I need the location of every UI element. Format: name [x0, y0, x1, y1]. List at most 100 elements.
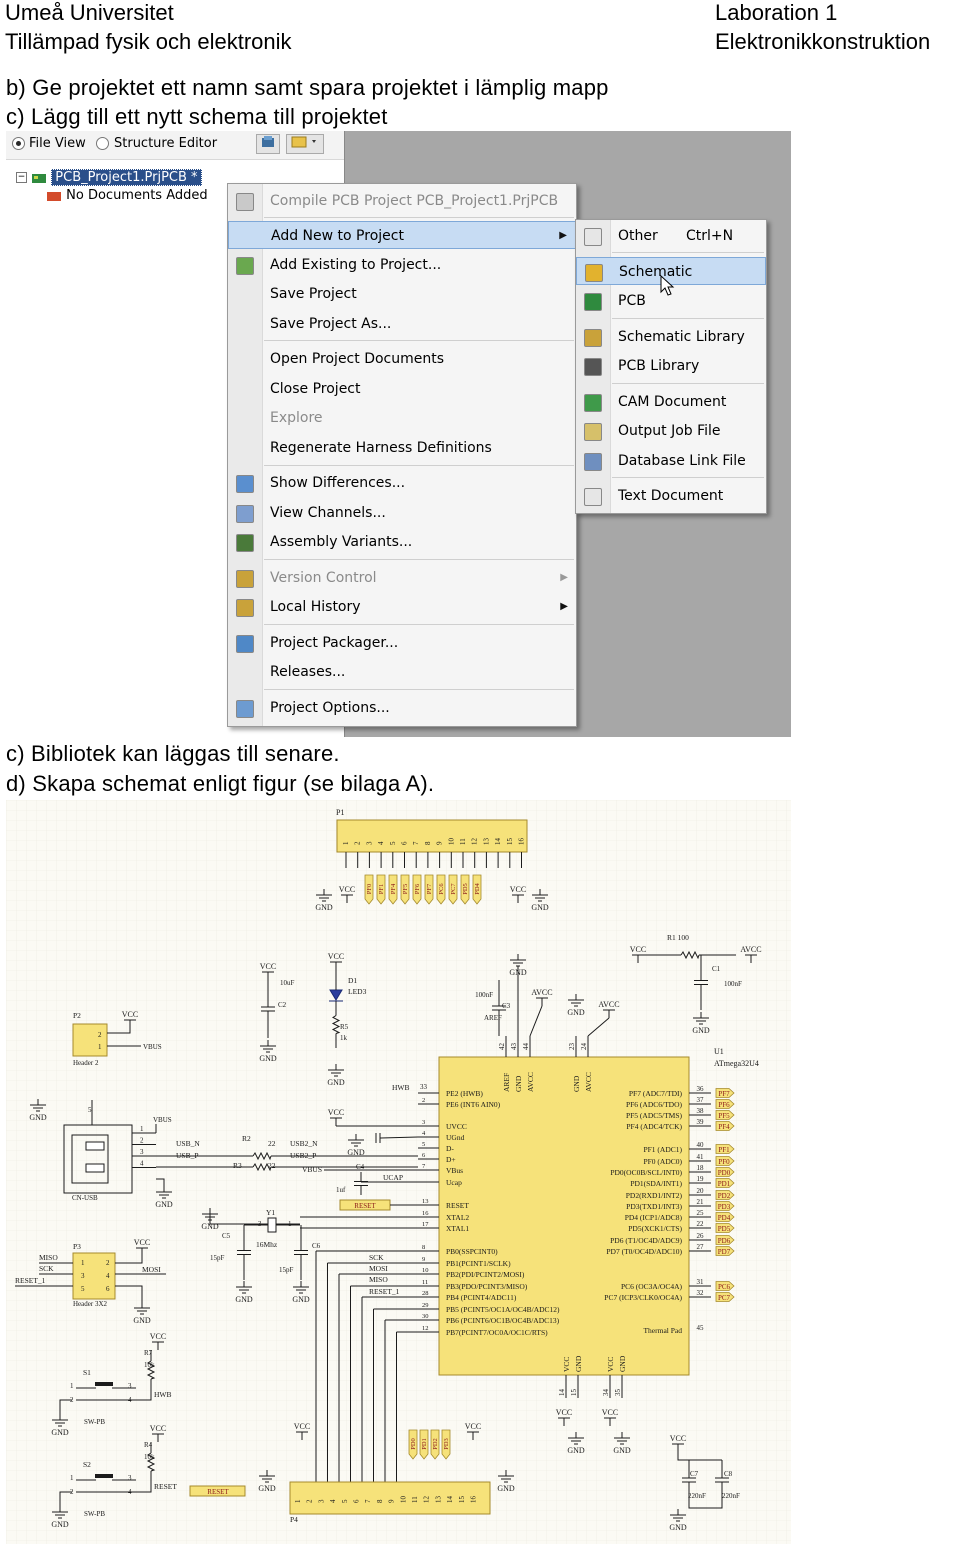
p4-pin-number: 9	[388, 1499, 396, 1503]
gnd-label: GND	[669, 1523, 687, 1532]
switch-button	[95, 1474, 113, 1478]
menu-item-label: View Channels...	[270, 505, 386, 521]
wire	[688, 1500, 723, 1509]
usb-pin	[85, 1163, 105, 1173]
net-port-label: PD5	[718, 1225, 731, 1233]
vcc-label: VCC	[556, 1408, 572, 1417]
p3-pin: 4	[106, 1272, 110, 1280]
menu-item-project-options[interactable]: Project Options...	[228, 694, 576, 722]
r3-resistor	[252, 1162, 272, 1172]
menu-item-pcb[interactable]: PCB	[576, 287, 766, 315]
menu-item-explore[interactable]: Explore	[228, 404, 576, 432]
folder-icon	[47, 191, 61, 201]
workspace-icon[interactable]	[256, 134, 280, 154]
no-documents-label: No Documents Added	[66, 188, 208, 203]
menu-item-label: PCB Library	[618, 358, 700, 374]
menu-item-save-project-as[interactable]: Save Project As...	[228, 310, 576, 338]
menu-item-database-link-file[interactable]: Database Link File	[576, 447, 766, 475]
reset1-label: RESET_1	[369, 1287, 400, 1296]
ucap-label: UCAP	[383, 1173, 403, 1182]
menu-item-assembly-variants[interactable]: Assembly Variants...	[228, 528, 576, 556]
miso-label: MISO	[39, 1253, 58, 1262]
net-port-label: PD3	[443, 1438, 450, 1450]
vcc-label: AVCC	[740, 945, 761, 954]
u1-pin-number: 27	[697, 1243, 705, 1251]
u1-left-pin: XTAL1	[446, 1224, 469, 1233]
net-port-label: PD0	[410, 1438, 417, 1450]
p1-pin-number: 16	[518, 838, 526, 846]
c5-value: 15pF	[210, 1254, 225, 1262]
switch-net-label: HWB	[154, 1390, 172, 1399]
menu-separator	[264, 340, 574, 341]
menu-separator	[264, 689, 574, 690]
menu-item-show-differences[interactable]: Show Differences...	[228, 469, 576, 497]
u1-right-pin: PD5(XCK1/CTS)	[628, 1224, 682, 1233]
header-department: Tillämpad fysik och elektronik	[5, 29, 292, 54]
collapse-icon[interactable]: −	[16, 172, 27, 183]
menu-item-regenerate-harness-definitions[interactable]: Regenerate Harness Definitions	[228, 434, 576, 462]
switch-pin: 1	[70, 1474, 74, 1482]
menu-item-add-existing-to-project[interactable]: Add Existing to Project...	[228, 251, 576, 279]
schlib-icon	[584, 329, 602, 347]
u1-pin-number: 44	[522, 1043, 530, 1051]
menu-item-save-project[interactable]: Save Project	[228, 280, 576, 308]
menu-item-label: Assembly Variants...	[270, 534, 413, 550]
u1-pin-number: 31	[697, 1278, 705, 1286]
net-port-label: PD2	[432, 1438, 439, 1450]
menu-item-text-document[interactable]: Text Document	[576, 482, 766, 510]
options-icon	[236, 700, 254, 718]
open-project-icon[interactable]	[286, 134, 324, 154]
u1-pin-number: 23	[568, 1043, 576, 1051]
u1-pin-number: 8	[422, 1244, 425, 1251]
differences-icon	[236, 475, 254, 493]
menu-item-local-history[interactable]: Local History▶	[228, 593, 576, 621]
r5-value: 1k	[340, 1034, 348, 1042]
menu-item-output-job-file[interactable]: Output Job File	[576, 417, 766, 445]
r5-resistor	[331, 1015, 341, 1034]
gnd-label: GND	[201, 1222, 219, 1231]
menu-item-project-packager[interactable]: Project Packager...	[228, 629, 576, 657]
sck-label: SCK	[39, 1264, 54, 1273]
u1-pin-number: 11	[422, 1279, 428, 1286]
net-port-label: PD7	[718, 1248, 731, 1256]
structure-editor-label: Structure Editor	[114, 136, 218, 151]
u1-right-pin: PD2(RXD1/INT2)	[626, 1191, 683, 1200]
net-port	[715, 1144, 735, 1154]
vcc-label: VCC	[260, 962, 276, 971]
net-port	[715, 1235, 735, 1245]
vcc-label: VCC	[339, 885, 355, 894]
menu-item-schematic[interactable]: Schematic	[576, 257, 766, 285]
net-port-label: PF1	[378, 884, 385, 894]
wire	[115, 1285, 143, 1302]
pcblib-icon	[584, 358, 602, 376]
menu-item-cam-document[interactable]: CAM Document	[576, 388, 766, 416]
menu-item-releases[interactable]: Releases...	[228, 658, 576, 686]
p1-pin-number: 14	[494, 838, 502, 846]
vbus-label: VBUS	[302, 1165, 322, 1174]
menu-item-open-project-documents[interactable]: Open Project Documents	[228, 345, 576, 373]
menu-item-pcb-library[interactable]: PCB Library	[576, 352, 766, 380]
r2-resistor	[252, 1151, 272, 1161]
menu-item-view-channels[interactable]: View Channels...	[228, 499, 576, 527]
r3-value: 22	[268, 1161, 276, 1170]
wire	[677, 1452, 722, 1461]
menu-item-version-control[interactable]: Version Control▶	[228, 564, 576, 592]
file-view-radio[interactable]	[12, 137, 25, 150]
u1-left-pin: PE6 (INT6 AIN0)	[446, 1100, 501, 1109]
vcc-label: VCC	[670, 1434, 686, 1443]
schematic-icon	[585, 264, 603, 282]
menu-item-schematic-library[interactable]: Schematic Library	[576, 323, 766, 351]
menu-item-add-new-to-project[interactable]: Add New to Project▶	[228, 221, 576, 249]
p4-pin-number: 14	[446, 1496, 454, 1504]
project-tree-item[interactable]: − PCB_Project1.PrjPCB *	[16, 169, 202, 187]
net-port	[436, 874, 446, 905]
menu-item-close-project[interactable]: Close Project	[228, 375, 576, 403]
vcc-label: VCC	[150, 1424, 166, 1433]
u1-pin-number: 5	[422, 1141, 425, 1148]
net-port	[715, 1212, 735, 1222]
p1-pin-number: 4	[377, 841, 385, 845]
menu-item-compile-pcb-project-pcb-project1-prjpcb[interactable]: Compile PCB Project PCB_Project1.PrjPCB	[228, 187, 576, 215]
structure-editor-radio[interactable]	[96, 137, 109, 150]
c7-ref: C7	[690, 1470, 699, 1478]
